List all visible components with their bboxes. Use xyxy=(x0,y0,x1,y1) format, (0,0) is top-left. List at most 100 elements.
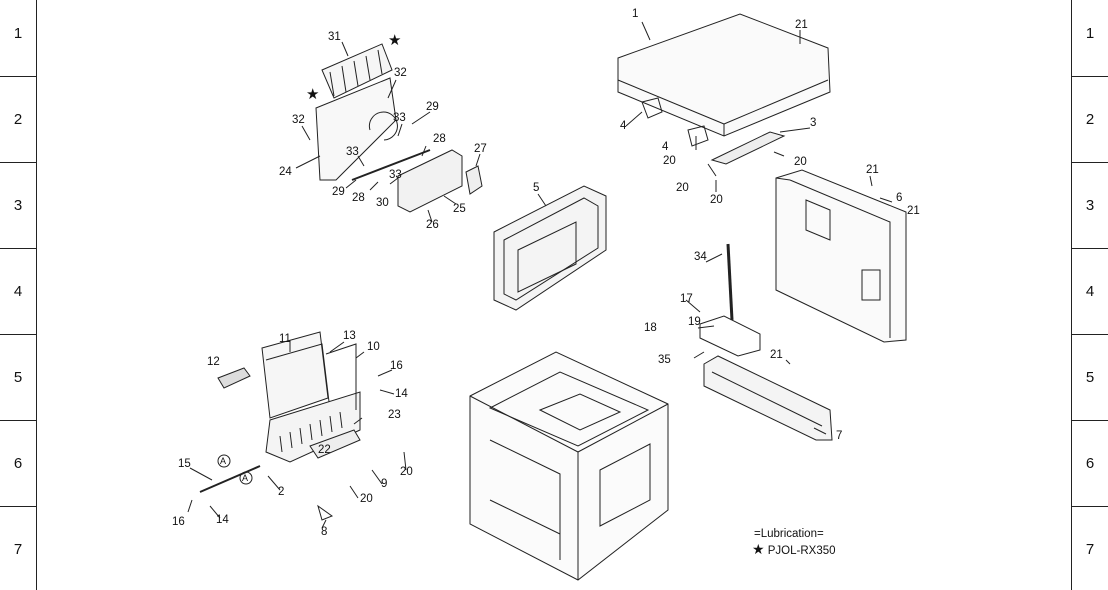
main-frame-part xyxy=(469,351,669,581)
callout-20: 20 xyxy=(663,155,676,167)
callout-19: 19 xyxy=(688,316,701,328)
callout-15: 15 xyxy=(178,458,191,470)
legend-item: PJOL-RX350 xyxy=(767,545,836,557)
callout-33: 33 xyxy=(346,146,359,158)
callout-21: 21 xyxy=(770,349,783,361)
lubrication-legend: =Lubrication= ★ PJOL-RX350 xyxy=(752,527,836,559)
callout-20: 20 xyxy=(676,182,689,194)
callout-12: 12 xyxy=(207,356,220,368)
row-index-right: 1 2 3 4 5 6 7 xyxy=(1071,0,1108,590)
row-label: 3 xyxy=(1085,197,1095,214)
callout-28: 28 xyxy=(433,133,446,145)
plate-part xyxy=(710,131,786,165)
callout-20: 20 xyxy=(400,466,413,478)
callout-9: 9 xyxy=(381,478,388,490)
row-label: 6 xyxy=(13,455,23,472)
callout-2: 2 xyxy=(278,486,285,498)
rod-part xyxy=(726,243,734,321)
callout-34: 34 xyxy=(694,251,707,263)
row-label: 2 xyxy=(13,111,23,128)
callout-20: 20 xyxy=(360,493,373,505)
row-label: 3 xyxy=(13,197,23,214)
callout-8: 8 xyxy=(321,526,328,538)
callout-22: 22 xyxy=(318,444,331,456)
row-label: 6 xyxy=(1085,455,1095,472)
callout-16: 16 xyxy=(172,516,185,528)
row-divider xyxy=(1072,506,1108,507)
reference-label-a: A xyxy=(242,473,249,483)
callout-24: 24 xyxy=(279,166,292,178)
callout-10: 10 xyxy=(367,341,380,353)
row-label: 7 xyxy=(13,541,23,558)
callout-14: 14 xyxy=(395,388,408,400)
callout-32: 32 xyxy=(292,114,305,126)
callout-26: 26 xyxy=(426,219,439,231)
row-label: 5 xyxy=(13,369,23,386)
guide-plate-part xyxy=(397,149,463,213)
part-8 xyxy=(317,504,334,521)
callout-3: 3 xyxy=(810,117,817,129)
hinge-bracket xyxy=(641,97,663,119)
row-divider xyxy=(0,506,36,507)
row-label: 4 xyxy=(13,283,23,300)
callout-29: 29 xyxy=(426,101,439,113)
row-divider xyxy=(1072,334,1108,335)
callout-1: 1 xyxy=(632,8,639,20)
callout-20: 20 xyxy=(710,194,723,206)
callout-28: 28 xyxy=(352,192,365,204)
row-divider xyxy=(0,162,36,163)
right-cover-part xyxy=(775,169,907,343)
shaft-part xyxy=(199,465,261,493)
hinge-bracket xyxy=(687,125,709,147)
callout-5: 5 xyxy=(533,182,540,194)
callout-21: 21 xyxy=(907,205,920,217)
lubrication-star-icon: ★ xyxy=(388,32,402,49)
row-label: 2 xyxy=(1085,111,1095,128)
callout-7: 7 xyxy=(836,430,843,442)
row-label: 1 xyxy=(1085,25,1095,42)
callout-31: 31 xyxy=(328,31,341,43)
callout-4: 4 xyxy=(662,141,669,153)
callout-21: 21 xyxy=(795,19,808,31)
callout-4: 4 xyxy=(620,120,627,132)
rear-cover-part xyxy=(703,355,833,441)
legend-title: =Lubrication= xyxy=(754,528,824,540)
callout-17: 17 xyxy=(680,293,693,305)
callout-14: 14 xyxy=(216,514,229,526)
reference-label-a: A xyxy=(220,456,227,466)
row-label: 5 xyxy=(1085,369,1095,386)
row-label: 4 xyxy=(1085,283,1095,300)
callout-27: 27 xyxy=(474,143,487,155)
callout-33: 33 xyxy=(389,169,402,181)
part-9 xyxy=(309,429,361,459)
callout-20: 20 xyxy=(794,156,807,168)
row-divider xyxy=(0,76,36,77)
shaft-part xyxy=(351,149,431,181)
row-label: 1 xyxy=(13,25,23,42)
part-12 xyxy=(217,367,251,389)
callout-30: 30 xyxy=(376,197,389,209)
bracket-part xyxy=(699,315,761,357)
callout-32: 32 xyxy=(394,67,407,79)
row-divider xyxy=(1072,76,1108,77)
callout-18: 18 xyxy=(644,322,657,334)
row-divider xyxy=(0,420,36,421)
star-icon: ★ xyxy=(752,541,765,557)
callout-25: 25 xyxy=(453,203,466,215)
callout-33: 33 xyxy=(393,112,406,124)
row-divider xyxy=(0,334,36,335)
callout-11: 11 xyxy=(279,333,291,345)
callout-6: 6 xyxy=(896,192,903,204)
paper-guide-part xyxy=(315,43,398,181)
row-divider xyxy=(1072,420,1108,421)
top-cover-part xyxy=(617,13,831,137)
callout-13: 13 xyxy=(343,330,356,342)
callout-23: 23 xyxy=(388,409,401,421)
reference-marker xyxy=(239,471,253,485)
reference-marker xyxy=(217,454,231,468)
front-door-part xyxy=(493,185,607,311)
duplex-unit-part xyxy=(261,331,361,463)
row-divider xyxy=(1072,248,1108,249)
row-index-left: 1 2 3 4 5 6 7 xyxy=(0,0,37,590)
